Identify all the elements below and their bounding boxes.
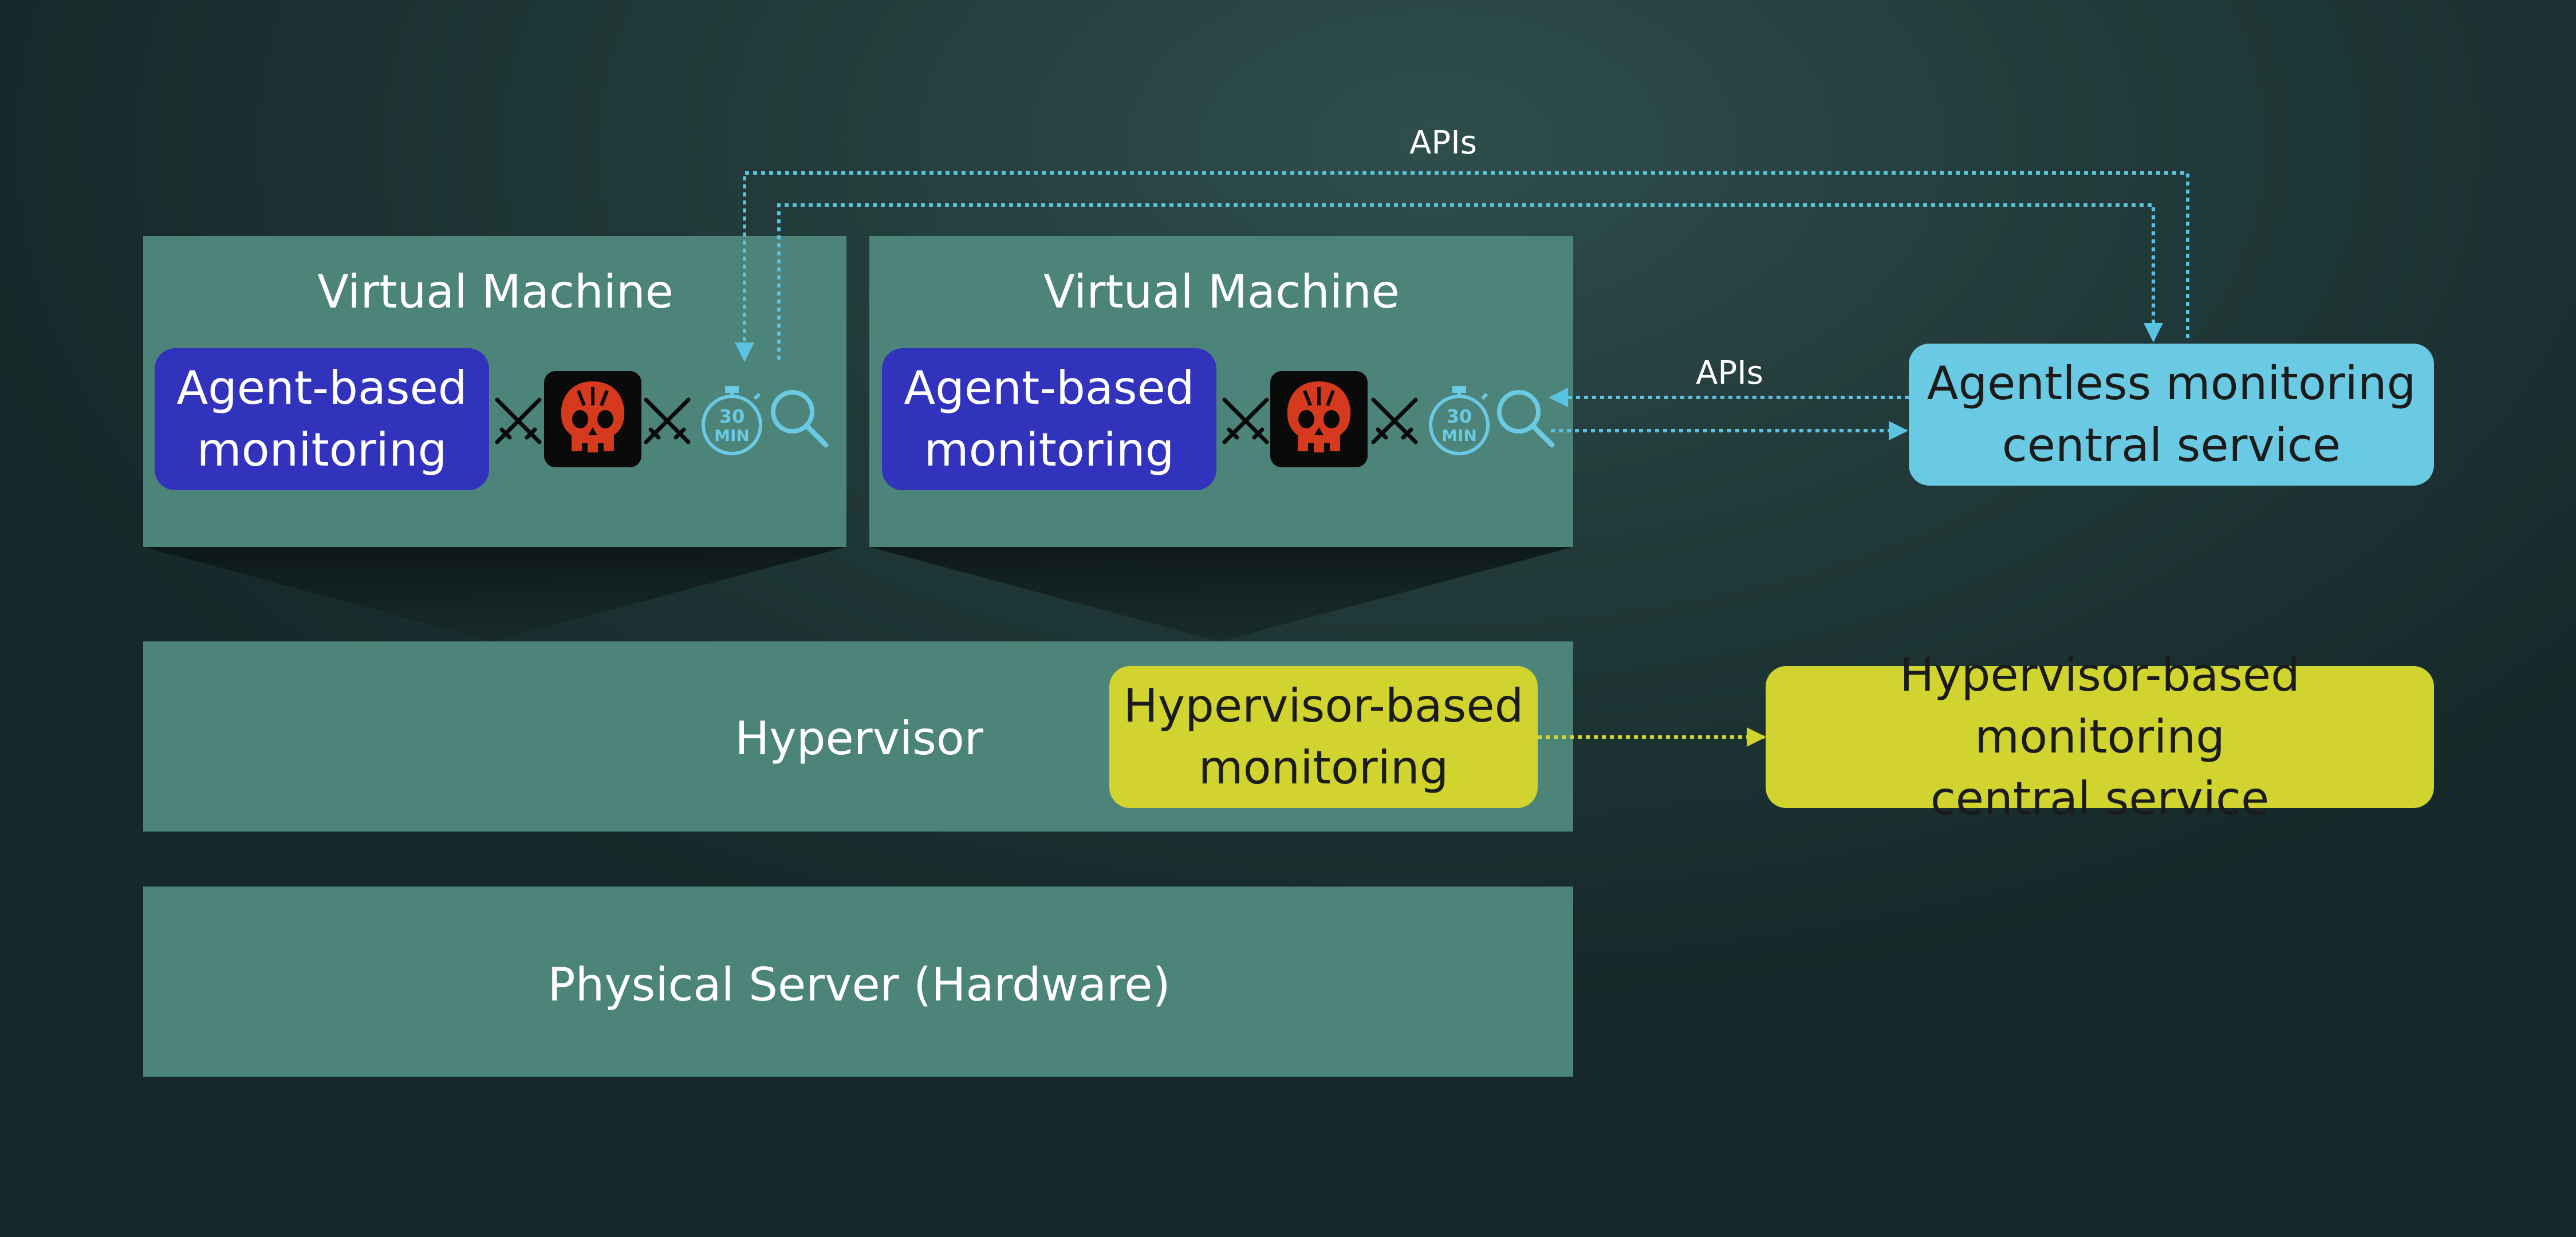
apis-middle-label: APIs [1696, 354, 1763, 392]
apis-top-arrow-to-service [777, 203, 2163, 360]
magnifier-icon [1497, 390, 1555, 448]
crossed-swords-icon [644, 397, 691, 444]
stopwatch-text-top: 30 [719, 405, 745, 427]
agentless-central-service: Agentless monitoring central service [1909, 344, 2434, 486]
apis-top-arrow-to-vm [735, 171, 2189, 362]
hypervisor-monitor-line1: Hypervisor-based [1123, 679, 1524, 732]
agentless-service-line2: central service [2002, 419, 2341, 472]
crossed-swords-icon [1371, 397, 1418, 444]
agent-label-line2: monitoring [196, 423, 447, 476]
hypervisor-monitor-line2: monitoring [1198, 741, 1449, 794]
stopwatch-icon: 30 MIN [702, 386, 762, 455]
stopwatch-text-bottom: MIN [1441, 426, 1477, 445]
vm-right-shadow [869, 547, 1573, 641]
vm-left-shadow [143, 547, 846, 641]
skull-icon [561, 381, 625, 452]
skull-icon [1287, 381, 1351, 452]
agentless-service-line1: Agentless monitoring [1927, 357, 2416, 410]
apis-top-label: APIs [1409, 124, 1477, 161]
agent-label-line1: Agent-based [904, 361, 1195, 415]
magnifier-icon [771, 390, 829, 448]
vm-right-title: Virtual Machine [1043, 265, 1400, 318]
vm-left-title: Virtual Machine [317, 265, 673, 318]
stopwatch-text-top: 30 [1447, 405, 1472, 427]
skull-tile [544, 371, 641, 467]
hypervisor-title: Hypervisor [735, 712, 983, 765]
agent-monitoring-box-right: Agent-based monitoring [882, 348, 1216, 490]
crossed-swords-icon [495, 397, 542, 444]
agent-label-line2: monitoring [924, 423, 1175, 476]
hypervisor-monitoring-box: Hypervisor-based monitoring [1109, 666, 1538, 808]
physical-server-title: Physical Server (Hardware) [548, 958, 1171, 1011]
hypervisor-central-service: Hypervisor-based monitoring central serv… [1766, 648, 2434, 825]
crossed-swords-icon [1222, 397, 1269, 444]
agent-label-line1: Agent-based [176, 361, 467, 415]
stopwatch-text-bottom: MIN [714, 426, 750, 445]
hypervisor-service-line1: Hypervisor-based monitoring [1900, 648, 2300, 763]
physical-server-panel [143, 887, 1573, 1077]
hypervisor-service-line2: central service [1930, 772, 2270, 825]
agent-monitoring-box-left: Agent-based monitoring [155, 348, 489, 490]
stopwatch-icon: 30 MIN [1429, 386, 1490, 455]
skull-tile [1270, 371, 1368, 467]
